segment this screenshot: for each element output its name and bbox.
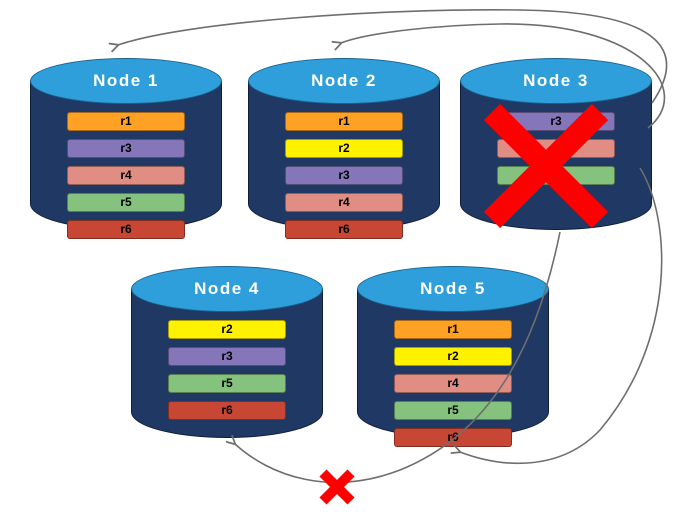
record-r6: r6	[67, 220, 185, 239]
record-list: r1 r2 r3 r4 r6	[285, 112, 403, 239]
db-node-2: Node 2 r1 r2 r3 r4 r6	[248, 58, 440, 239]
record-r6: r6	[168, 401, 286, 420]
cylinder-top: Node 4	[131, 266, 323, 312]
record-r5: r5	[67, 193, 185, 212]
cylinder-top: Node 3	[460, 58, 652, 104]
db-node-3-failed: Node 3 r3 r4 r5	[460, 58, 652, 230]
record-list: r3 r4 r5	[497, 112, 615, 185]
record-r6: r6	[394, 428, 512, 447]
record-r3: r3	[497, 112, 615, 131]
db-node-1: Node 1 r1 r3 r4 r5 r6	[30, 58, 222, 239]
record-list: r2 r3 r5 r6	[168, 320, 286, 420]
record-r1: r1	[285, 112, 403, 131]
db-node-5: Node 5 r1 r2 r4 r5 r6	[357, 266, 549, 447]
node-title: Node 5	[420, 279, 486, 298]
record-r2: r2	[394, 347, 512, 366]
cylinder-top: Node 2	[248, 58, 440, 104]
record-list: r1 r3 r4 r5 r6	[67, 112, 185, 239]
record-r2: r2	[285, 139, 403, 158]
node-title: Node 2	[311, 71, 377, 90]
record-r6: r6	[285, 220, 403, 239]
record-r4: r4	[285, 193, 403, 212]
record-r3: r3	[285, 166, 403, 185]
record-r1: r1	[394, 320, 512, 339]
record-r3: r3	[67, 139, 185, 158]
record-r4: r4	[394, 374, 512, 393]
node-title: Node 1	[93, 71, 159, 90]
db-node-4: Node 4 r2 r3 r5 r6	[131, 266, 323, 438]
record-r3: r3	[168, 347, 286, 366]
record-r5: r5	[394, 401, 512, 420]
cylinder-top: Node 5	[357, 266, 549, 312]
record-r1: r1	[67, 112, 185, 131]
node-title: Node 3	[523, 71, 589, 90]
record-r4: r4	[67, 166, 185, 185]
record-r2: r2	[168, 320, 286, 339]
record-r5: r5	[168, 374, 286, 393]
record-list: r1 r2 r4 r5 r6	[394, 320, 512, 447]
cylinder-top: Node 1	[30, 58, 222, 104]
record-r5: r5	[497, 166, 615, 185]
node-title: Node 4	[194, 279, 260, 298]
link-failure-x-icon	[319, 469, 355, 505]
record-r4: r4	[497, 139, 615, 158]
